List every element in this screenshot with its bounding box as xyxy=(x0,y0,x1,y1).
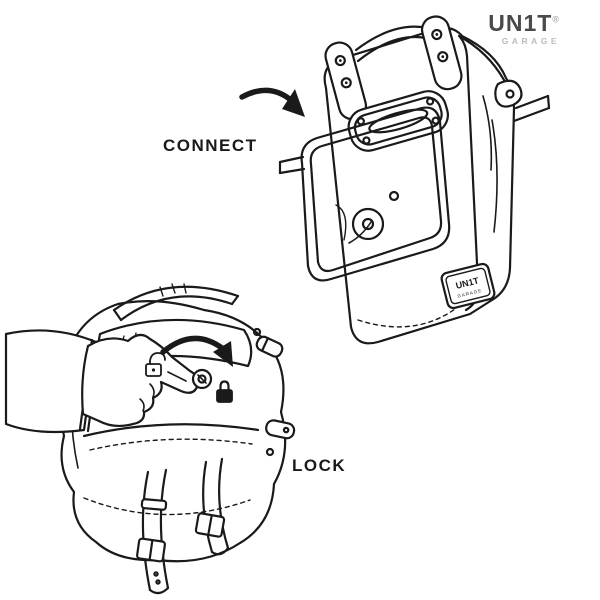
unlock-icon xyxy=(145,352,166,377)
brand-logo: UN1T® GARAGE xyxy=(488,12,560,46)
hanging-straps xyxy=(136,457,230,595)
top-straps xyxy=(324,15,463,121)
connect-arrow-icon xyxy=(239,87,305,117)
hand-illustration xyxy=(4,329,200,434)
lock-knob xyxy=(191,368,213,390)
side-buckle-tabs xyxy=(255,335,296,440)
brand-name-text: UN1T xyxy=(488,10,553,36)
mounting-frame xyxy=(278,106,451,282)
frame-mount-detail xyxy=(335,190,400,244)
lock-label: LOCK xyxy=(292,456,347,475)
bag-handle xyxy=(112,283,240,322)
patch-subtitle: GARAGE xyxy=(457,288,483,299)
pannier-bag-illustration: UN1T GARAGE xyxy=(278,15,551,345)
mounting-plate xyxy=(347,90,449,152)
brand-subtitle: GARAGE xyxy=(501,36,560,46)
registered-mark: ® xyxy=(552,14,560,25)
brand-patch: UN1T GARAGE xyxy=(440,262,496,310)
brand-name: UN1T® xyxy=(488,12,560,35)
side-strap-tab xyxy=(494,79,551,123)
lock-icon xyxy=(216,380,233,403)
rotate-arrow-icon xyxy=(160,335,233,367)
connect-label: CONNECT xyxy=(163,136,258,155)
saddlebag-illustration xyxy=(4,283,296,595)
